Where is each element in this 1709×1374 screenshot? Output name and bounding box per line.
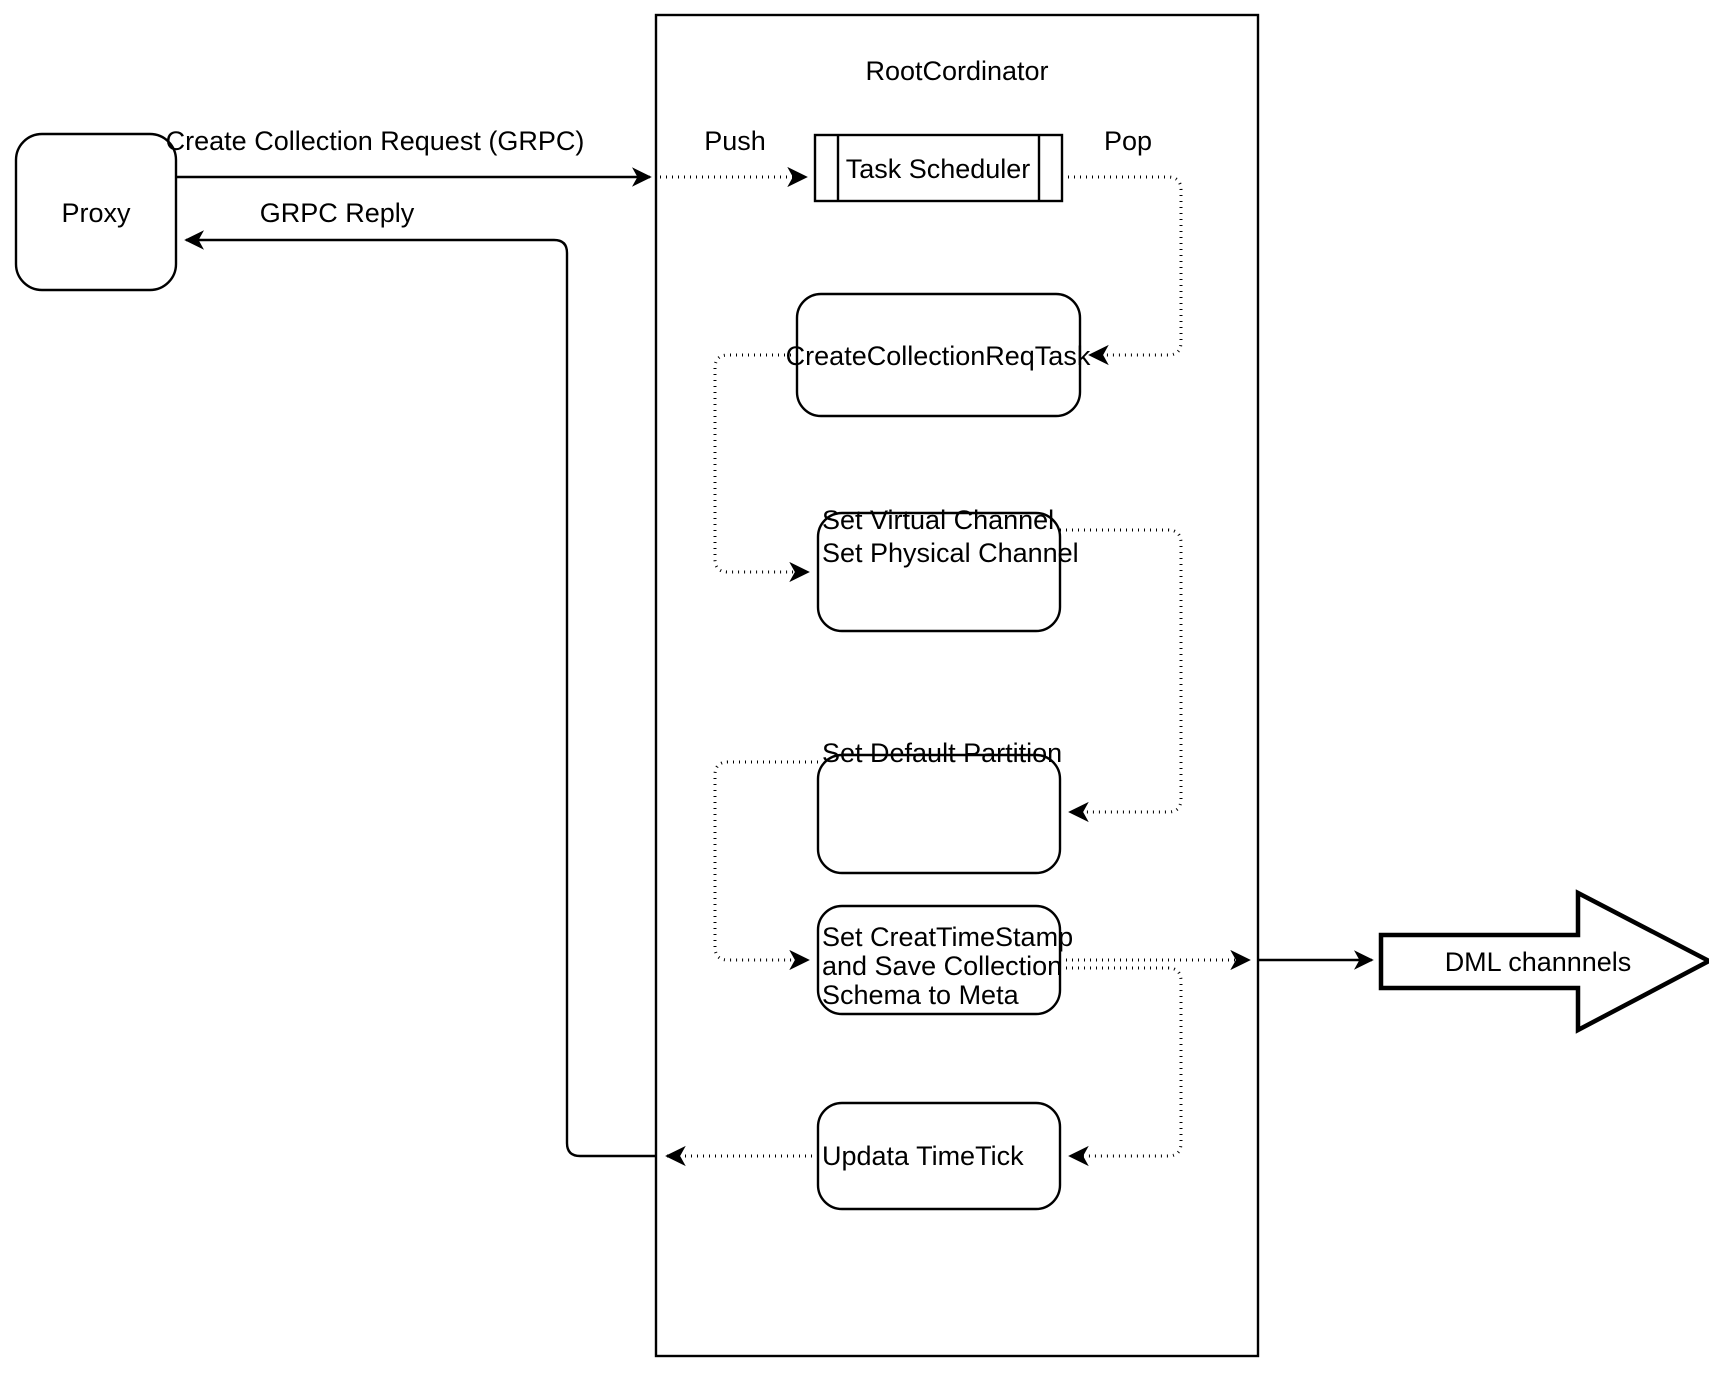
- node-task-scheduler[interactable]: Task Scheduler: [813, 133, 1064, 203]
- node-dml-channels-label: DML channnels: [1445, 947, 1632, 977]
- node-set-timestamp-label-line3: Schema to Meta: [822, 980, 1020, 1010]
- rootcordinator-title: RootCordinator: [865, 56, 1048, 86]
- edge-timestamp-to-timetick: [1060, 966, 1183, 1167]
- edge-grpc-reply-label: GRPC Reply: [260, 198, 415, 228]
- node-proxy[interactable]: Proxy: [14, 132, 178, 292]
- edge-grpc-reply: GRPC Reply: [184, 198, 656, 1158]
- node-set-timestamp-label-line1: Set CreatTimeStamp: [822, 922, 1073, 952]
- edge-create-collection-request: Create Collection Request (GRPC): [166, 126, 652, 187]
- edge-pop-label: Pop: [1104, 126, 1152, 156]
- edge-create-collection-request-label: Create Collection Request (GRPC): [166, 126, 585, 156]
- node-update-timetick[interactable]: Updata TimeTick: [816, 1101, 1062, 1211]
- node-set-default-partition-label: Set Default Partition: [822, 738, 1062, 768]
- node-set-channel-label-line1: Set Virtual Channel: [822, 505, 1054, 535]
- node-dml-channels[interactable]: DML channnels: [1378, 889, 1709, 1034]
- node-create-collection-req-task-label: CreateCollectionReqTask: [786, 341, 1091, 371]
- edge-push: Push: [660, 126, 808, 188]
- node-update-timetick-label: Updata TimeTick: [822, 1141, 1024, 1171]
- node-set-channel[interactable]: Set Virtual Channel Set Physical Channel: [816, 505, 1079, 633]
- node-set-channel-label-line2: Set Physical Channel: [822, 538, 1079, 568]
- node-set-default-partition[interactable]: Set Default Partition: [816, 738, 1062, 875]
- node-create-collection-req-task[interactable]: CreateCollectionReqTask: [786, 292, 1091, 418]
- edge-pop: Pop: [1062, 126, 1183, 366]
- node-set-timestamp-label-line2: and Save Collection: [822, 951, 1062, 981]
- node-set-timestamp[interactable]: Set CreatTimeStamp and Save Collection S…: [816, 904, 1073, 1016]
- node-task-scheduler-label: Task Scheduler: [846, 154, 1031, 184]
- edge-push-label: Push: [704, 126, 766, 156]
- node-proxy-label: Proxy: [61, 198, 131, 228]
